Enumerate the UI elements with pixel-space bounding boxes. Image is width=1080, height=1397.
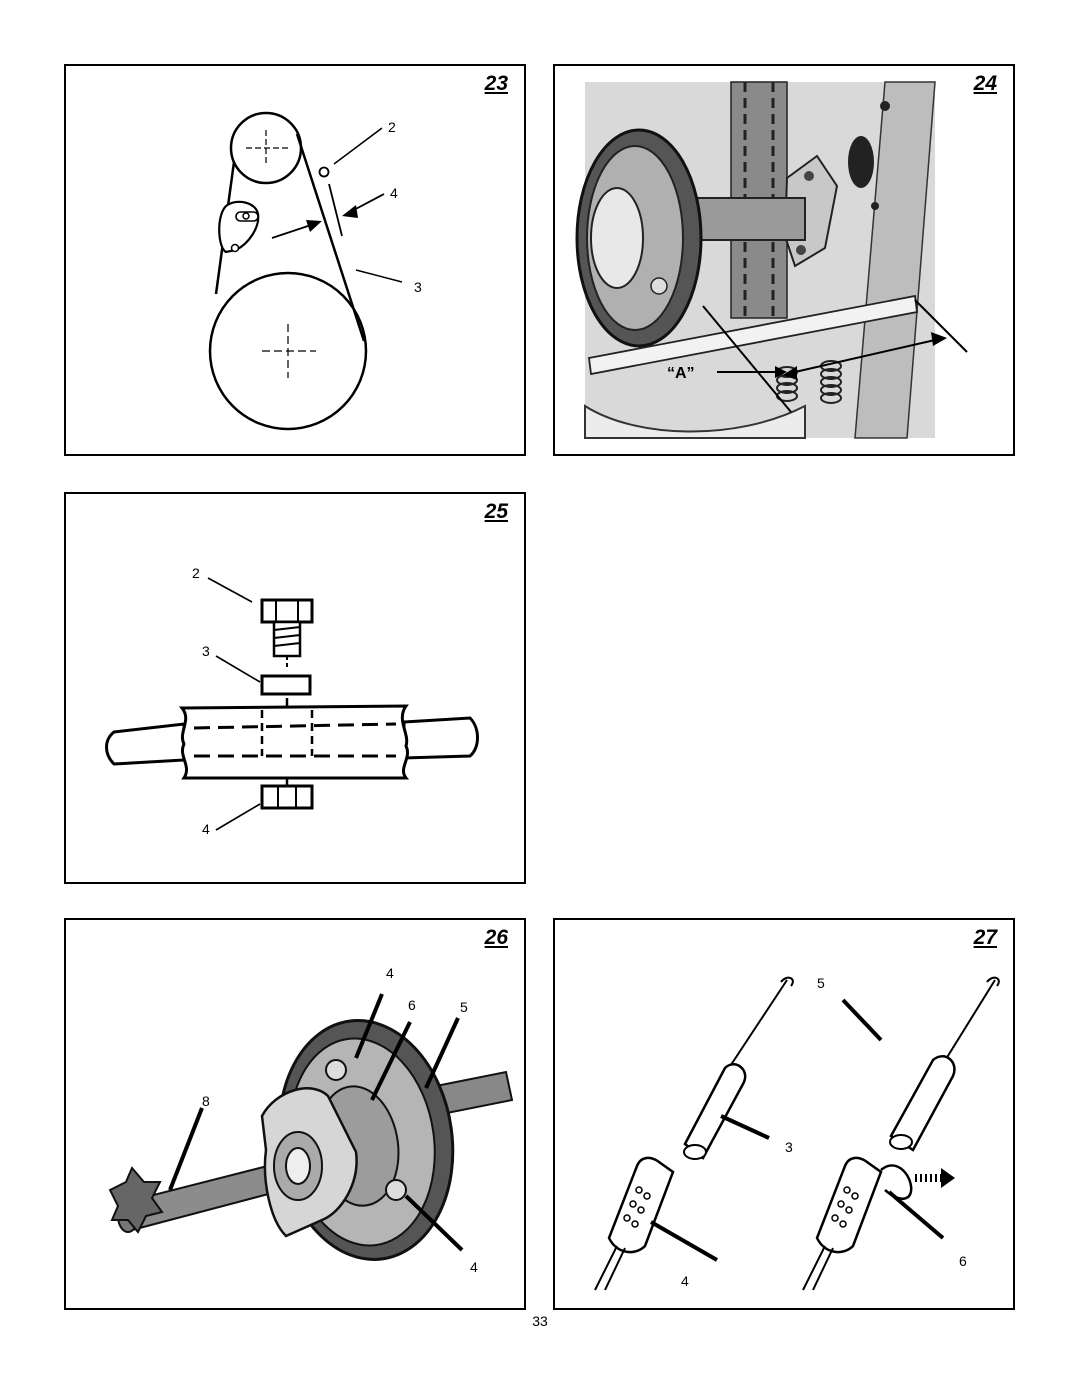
figure-23-panel: 23 2 4 3	[64, 64, 526, 456]
idler-bracket	[218, 200, 260, 254]
fig26-callout-6: 6	[408, 997, 416, 1013]
figure-24-panel: 24	[553, 64, 1015, 456]
spacer	[260, 674, 312, 696]
figure-23-number: 23	[484, 72, 508, 95]
figure-27-panel: 27 3 4 5	[553, 918, 1015, 1310]
page-number: 33	[532, 1313, 548, 1329]
fig24-callout-A: “A”	[667, 365, 695, 382]
fig25-callout-4: 4	[202, 821, 210, 837]
fig27-callout-4: 4	[681, 1273, 689, 1289]
bolt-head	[260, 598, 314, 624]
figure-25-panel: 25 2 3 4	[64, 492, 526, 884]
coupler	[178, 704, 410, 780]
nut	[260, 784, 314, 810]
fig25-callout-2: 2	[192, 565, 200, 581]
spring-sleeve-right	[889, 1055, 956, 1152]
belt-pulley-diagram: 2 4 3	[208, 111, 422, 431]
belt-right-side	[295, 133, 366, 342]
spring-hook	[880, 1164, 913, 1200]
fig26-callout-5: 5	[460, 999, 468, 1015]
lower-pulley	[208, 271, 368, 431]
fig23-callout-2: 2	[388, 119, 396, 135]
fig23-callout-4: 4	[390, 185, 398, 201]
bracket-right	[815, 1156, 883, 1254]
auger-pulley-assembly: 4 6 5 8 4	[108, 965, 514, 1275]
idler-rod	[588, 294, 918, 376]
belt-guide-pin	[318, 166, 330, 178]
fig26-callout-4-bottom: 4	[470, 1259, 478, 1275]
shaft-left	[105, 722, 186, 766]
fig27-callout-3: 3	[785, 1139, 793, 1155]
fig27-callout-5: 5	[817, 975, 825, 991]
figure-27-number: 27	[973, 926, 997, 949]
bracket-left	[607, 1156, 675, 1254]
fig25-callout-3: 3	[202, 643, 210, 659]
shaft-bolt-diagram: 2 3 4	[105, 565, 479, 837]
shaft-right	[402, 716, 479, 760]
fig23-callout-3: 3	[414, 279, 422, 295]
belt-guide-rod	[328, 183, 343, 237]
auger-drive-photo: “A”	[575, 81, 968, 439]
star-hub	[108, 1166, 164, 1234]
fig26-callout-4-top: 4	[386, 965, 394, 981]
figure-26-number: 26	[484, 926, 508, 949]
cable-spring-diagram: 3 4 5 6	[594, 975, 1000, 1291]
fig26-callout-8: 8	[202, 1093, 210, 1109]
figure-25-number: 25	[484, 500, 508, 523]
figure-24-number: 24	[973, 72, 997, 95]
spring-sleeve-left	[683, 1063, 747, 1160]
fig27-callout-6: 6	[959, 1253, 967, 1269]
figure-26-panel: 26 4 6 5 8 4	[64, 918, 526, 1310]
